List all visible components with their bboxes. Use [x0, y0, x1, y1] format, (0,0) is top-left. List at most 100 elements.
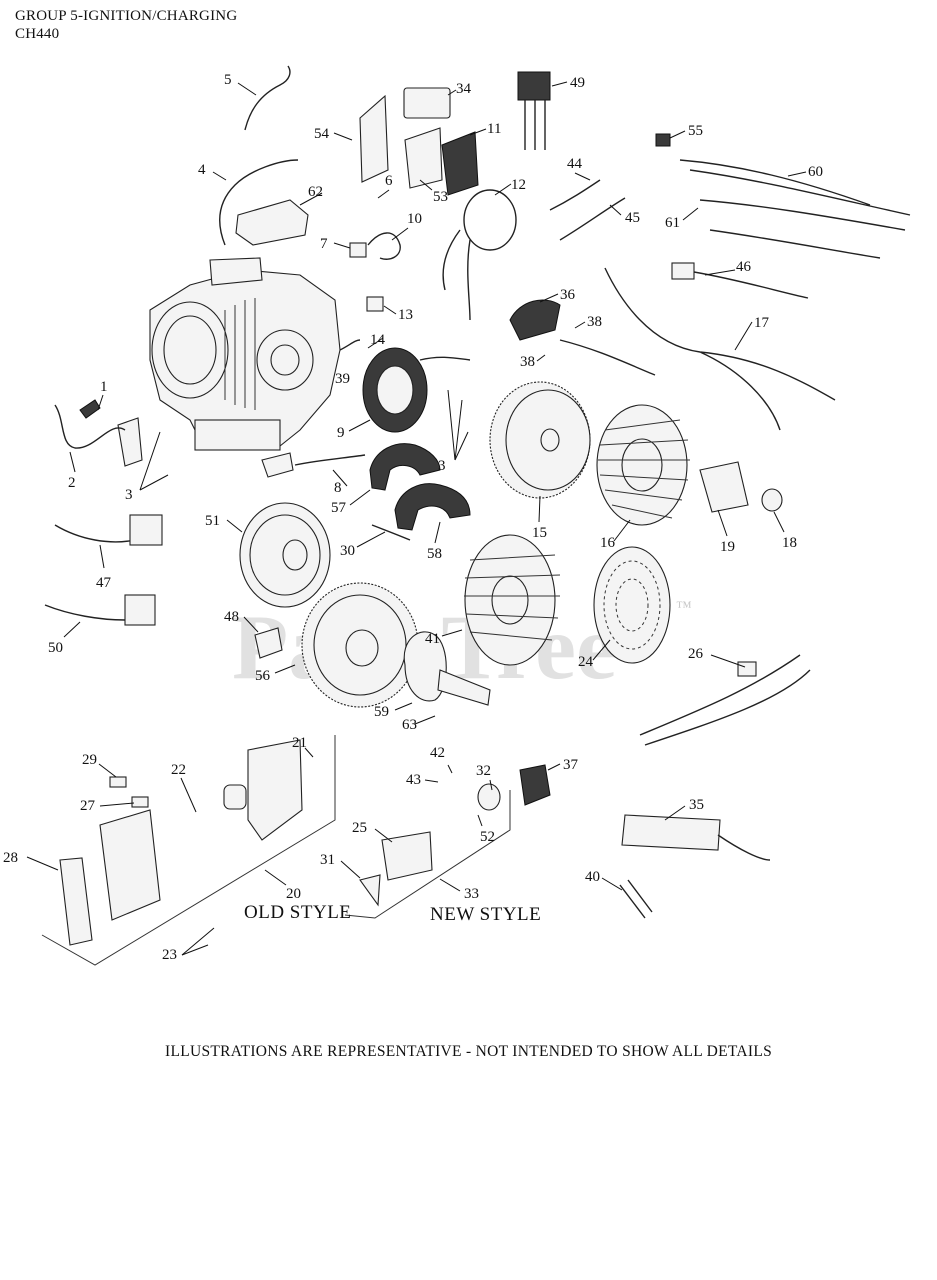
callout: 43 [406, 772, 421, 788]
callout: 35 [689, 797, 704, 813]
ground-wire-part [294, 454, 366, 466]
callout: 12 [511, 177, 526, 193]
hour-meter-part [403, 87, 451, 119]
callout: 6 [385, 173, 393, 189]
regulator-part [517, 71, 551, 101]
callout: 13 [398, 307, 413, 323]
flywheel-part [239, 502, 331, 608]
flywheel-ring-gear-part [489, 381, 591, 499]
callout: 44 [567, 156, 583, 172]
wiring-harness-part [639, 654, 811, 746]
clip-part [366, 296, 384, 312]
wiring-harness-part [679, 159, 911, 216]
disclaimer-footer: ILLUSTRATIONS ARE REPRESENTATIVE - NOT I… [164, 1043, 773, 1060]
callout: 3 [125, 487, 133, 503]
new-style-label: NEW STYLE [430, 904, 541, 925]
callout: 2 [68, 475, 76, 491]
diagram-group-title: GROUP 5-IGNITION/CHARGING [15, 8, 238, 24]
callout: 49 [570, 75, 585, 91]
callout: 58 [427, 546, 442, 562]
callout: 24 [578, 654, 594, 670]
key-switch-bracket-part [381, 831, 433, 881]
main-harness-part [604, 267, 836, 431]
callout: 7 [320, 236, 328, 252]
terminal-part [131, 796, 149, 808]
flywheel-part [301, 582, 419, 708]
watermark-trademark: ™ [676, 599, 692, 616]
control-panel-cover-part [247, 739, 303, 841]
new-style-frame [344, 790, 511, 919]
callout: 1 [100, 379, 108, 395]
callout: 62 [308, 184, 323, 200]
sensor-wire-part [693, 271, 809, 299]
parts-illustrations [41, 65, 911, 966]
callout: 16 [600, 535, 616, 551]
switch-part [655, 133, 671, 147]
callout: 55 [688, 123, 703, 139]
callout: 45 [625, 210, 640, 226]
decal-plate-part [59, 857, 93, 946]
callout: 56 [255, 668, 271, 684]
callout: 10 [407, 211, 422, 227]
callout: 42 [430, 745, 445, 761]
callout: 27 [80, 798, 96, 814]
callout: 23 [162, 947, 177, 963]
connector-part [109, 776, 127, 788]
wiring-harness-part [621, 814, 721, 851]
callouts: 1 2 3 3 3 4 5 6 7 8 9 10 11 12 13 14 15 … [3, 72, 823, 963]
control-box-part [99, 809, 161, 921]
callout: 18 [782, 535, 797, 551]
callout: 29 [82, 752, 97, 768]
engine-model: CH440 [15, 26, 60, 42]
callout: 52 [480, 829, 495, 845]
coil-assembly-part [44, 604, 126, 621]
callout: 32 [476, 763, 491, 779]
callout: 48 [224, 609, 239, 625]
callout: 21 [292, 735, 307, 751]
callout: 54 [314, 126, 330, 142]
guard-part [519, 764, 551, 806]
hub-part [403, 631, 447, 702]
wiring-harness-part [699, 199, 906, 259]
callout: 20 [286, 886, 301, 902]
mounting-plate-part [404, 127, 443, 189]
spark-plug-wire-part [244, 65, 291, 131]
callout: 37 [563, 757, 579, 773]
jumper-wire-part [549, 179, 626, 241]
key-switch-part [477, 783, 501, 811]
callout: 46 [736, 259, 752, 275]
callout: 36 [560, 287, 576, 303]
shield-part [359, 874, 381, 907]
rectifier-part [441, 131, 479, 196]
callout: 61 [665, 215, 680, 231]
callout: 19 [720, 539, 735, 555]
stator-part [394, 483, 471, 531]
callout: 63 [402, 717, 417, 733]
bracket-part [359, 94, 389, 183]
callout: 15 [532, 525, 547, 541]
callout: 34 [456, 81, 472, 97]
stator-part [369, 443, 441, 491]
callout: 41 [425, 631, 440, 647]
callout: 17 [754, 315, 770, 331]
callout: 60 [808, 164, 823, 180]
cooling-fan-part [596, 404, 690, 526]
grille-screen-part [593, 546, 671, 664]
callout: 50 [48, 640, 63, 656]
callout: 38 [587, 314, 602, 330]
sleeve-part [254, 627, 283, 659]
callout: 51 [205, 513, 220, 529]
coil-assembly-part [54, 524, 136, 543]
cable-tie-part [619, 879, 653, 919]
callout: 33 [464, 886, 479, 902]
callout: 3 [438, 458, 446, 474]
engine-block-part [149, 257, 341, 451]
callout: 25 [352, 820, 367, 836]
ignition-coil-part [117, 417, 143, 467]
callout: 5 [224, 72, 232, 88]
key-switch-part [223, 784, 247, 810]
callout: 9 [337, 425, 345, 441]
nut-part [761, 488, 783, 512]
callout: 31 [320, 852, 335, 868]
